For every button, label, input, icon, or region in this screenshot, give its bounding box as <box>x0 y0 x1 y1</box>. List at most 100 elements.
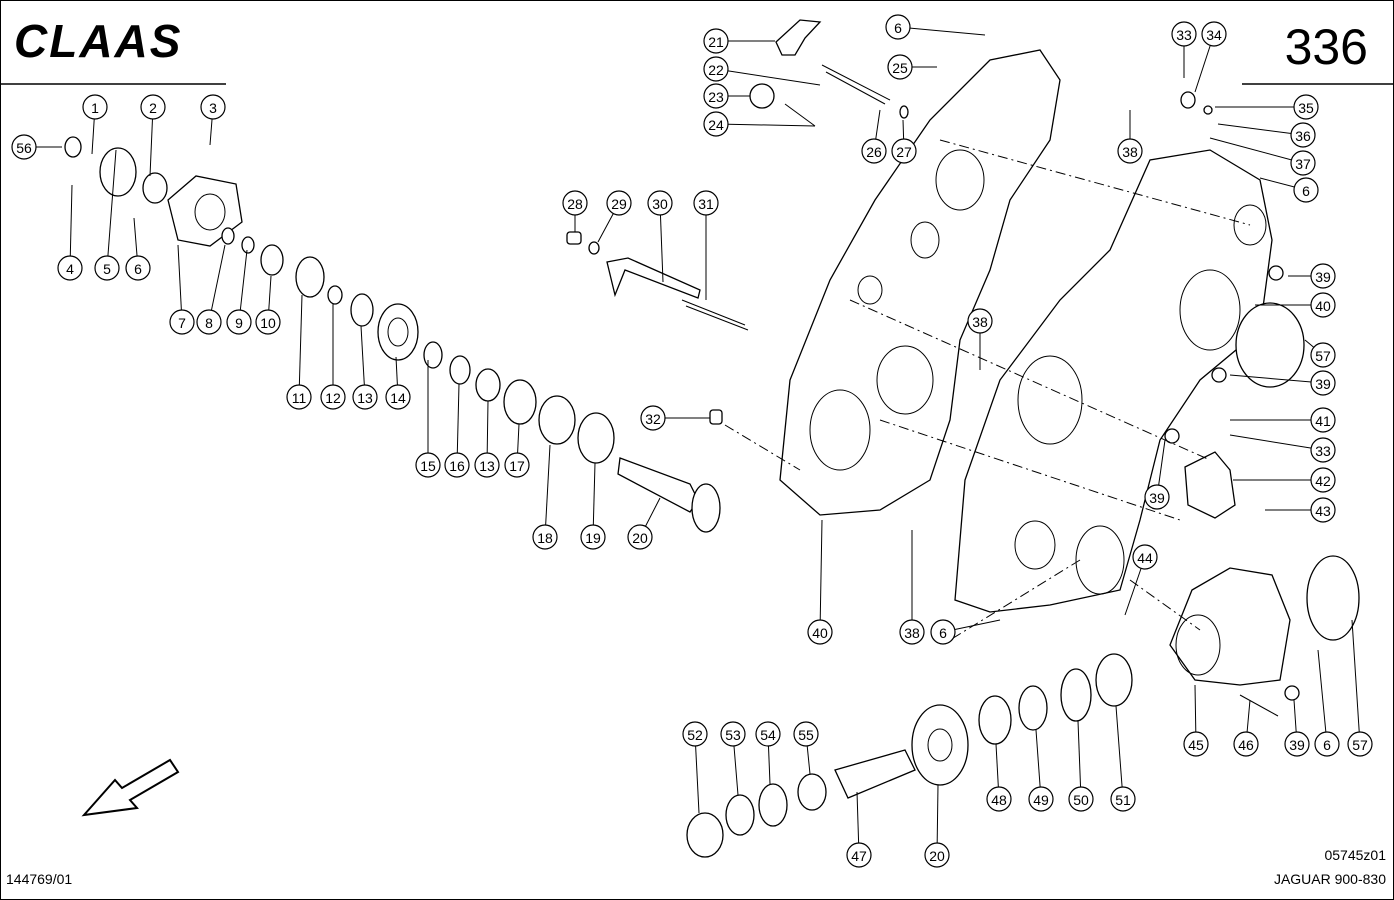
part-callout: 25 <box>887 54 913 80</box>
callout-circle <box>1233 731 1259 757</box>
callout-circle <box>1310 467 1336 493</box>
callout-circle <box>320 384 346 410</box>
callout-circle <box>986 786 1012 812</box>
callout-number: 43 <box>1315 503 1331 519</box>
callout-circle <box>1347 731 1373 757</box>
leader-line <box>1115 705 1124 800</box>
callout-number: 28 <box>567 196 583 212</box>
leader-line <box>177 244 183 323</box>
part-callout: 46 <box>1233 731 1259 757</box>
part-callout: 38 <box>967 308 993 334</box>
machine-model: JAGUAR 900-830 <box>1273 871 1386 887</box>
callout-number: 55 <box>798 727 814 743</box>
callout-number: 23 <box>708 89 724 105</box>
part-callout: 52 <box>682 721 708 747</box>
callout-number: 20 <box>929 848 945 864</box>
part-callout: 45 <box>1183 731 1209 757</box>
part-callout: 33 <box>1310 437 1336 463</box>
part-callout: 42 <box>1310 467 1336 493</box>
page-number: 336 <box>1284 19 1368 75</box>
callout-circle <box>385 384 411 410</box>
part-callout: 6 <box>1314 731 1340 757</box>
callout-number: 46 <box>1238 737 1254 753</box>
callout-circle <box>1310 497 1336 523</box>
callout-number: 30 <box>652 196 668 212</box>
callout-circle <box>504 452 530 478</box>
callout-circle <box>885 14 911 40</box>
callout-circle <box>169 309 195 335</box>
callout-circle <box>891 138 917 164</box>
left-shaft-assembly <box>64 136 749 533</box>
part-callout: 20 <box>627 524 653 550</box>
right-side-parts <box>1164 91 1360 717</box>
callout-number: 9 <box>235 315 243 331</box>
callout-circle <box>352 384 378 410</box>
callout-circle <box>703 111 729 137</box>
callout-number: 25 <box>892 60 908 76</box>
part-callout: 57 <box>1310 342 1336 368</box>
document-number: 144769/01 <box>6 871 73 887</box>
callout-circle <box>1068 786 1094 812</box>
part-callout: 16 <box>444 452 470 478</box>
part-callout: 39 <box>1284 731 1310 757</box>
leader-line <box>1351 619 1361 745</box>
callout-circle <box>640 405 666 431</box>
leader-line <box>208 244 226 323</box>
part-callout: 17 <box>504 452 530 478</box>
callout-circle <box>703 28 729 54</box>
callout-number: 2 <box>149 100 157 116</box>
callout-number: 1 <box>91 100 99 116</box>
callout-number: 15 <box>420 458 436 474</box>
part-callout: 15 <box>415 452 441 478</box>
callout-number: 44 <box>1137 550 1153 566</box>
part-callout: 31 <box>693 190 719 216</box>
callout-number: 38 <box>972 314 988 330</box>
callout-circle <box>1310 263 1336 289</box>
callout-number: 29 <box>611 196 627 212</box>
leader-line <box>819 519 823 633</box>
callout-number: 38 <box>904 625 920 641</box>
callout-circle <box>693 190 719 216</box>
part-callout: 34 <box>1201 21 1227 47</box>
callout-number: 35 <box>1298 100 1314 116</box>
part-callout: 5 <box>94 255 120 281</box>
callout-number: 22 <box>708 62 724 78</box>
callout-circle <box>861 138 887 164</box>
callout-number: 50 <box>1073 792 1089 808</box>
callout-circle <box>1028 786 1054 812</box>
callout-number: 53 <box>725 727 741 743</box>
part-callout: 43 <box>1310 497 1336 523</box>
leader-line <box>544 444 551 538</box>
callout-number: 6 <box>1323 737 1331 753</box>
part-callout: 24 <box>703 111 729 137</box>
callout-circle <box>703 56 729 82</box>
part-callout: 40 <box>1310 292 1336 318</box>
gearbox-housing-rear <box>954 149 1273 613</box>
callout-number: 6 <box>894 20 902 36</box>
part-callout: 4 <box>57 255 83 281</box>
brand-logo: CLAAS <box>14 15 183 67</box>
gearbox-housing-front <box>779 49 1061 516</box>
part-callout: 36 <box>1290 122 1316 148</box>
part-callout: 19 <box>580 524 606 550</box>
arrow-down-left-icon <box>81 758 180 817</box>
callout-number: 31 <box>698 196 714 212</box>
callout-number: 48 <box>991 792 1007 808</box>
part-callout: 47 <box>846 842 872 868</box>
leader-line <box>1077 720 1082 800</box>
callout-number: 39 <box>1315 376 1331 392</box>
part-callout: 39 <box>1310 370 1336 396</box>
leader-line <box>694 733 700 814</box>
callout-number: 37 <box>1295 156 1311 172</box>
part-callout: 27 <box>891 138 917 164</box>
selector-fork-assembly <box>749 19 909 127</box>
callout-circle <box>562 190 588 216</box>
part-callout: 38 <box>1117 138 1143 164</box>
callout-number: 41 <box>1315 413 1331 429</box>
leader-line <box>1217 123 1304 136</box>
part-callout: 44 <box>1132 544 1158 570</box>
callout-circle <box>580 524 606 550</box>
callout-circle <box>1132 544 1158 570</box>
callout-circle <box>924 842 950 868</box>
callout-number: 24 <box>708 117 724 133</box>
